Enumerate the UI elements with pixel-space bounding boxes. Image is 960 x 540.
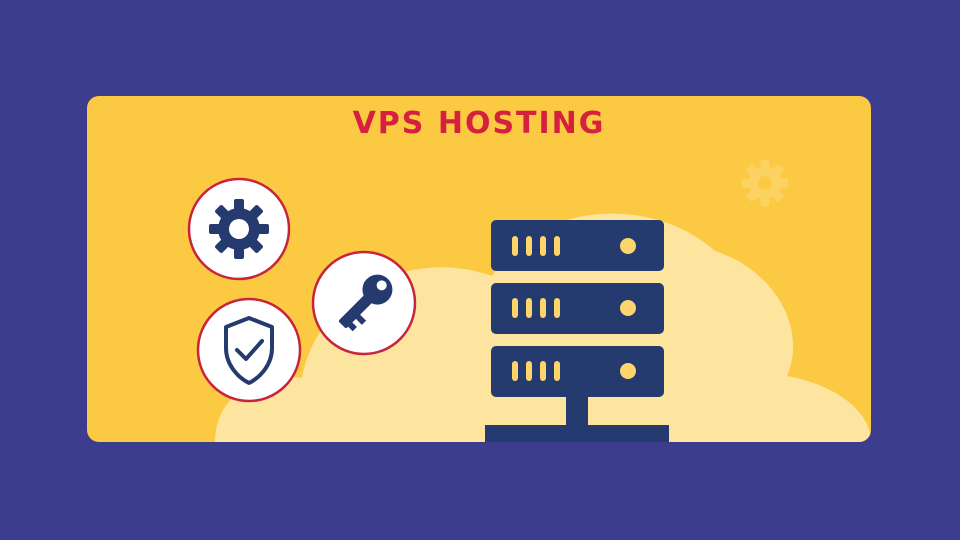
background-gear-icon (742, 160, 788, 206)
banner-card: VPS HOSTING (87, 96, 871, 442)
server-unit (491, 283, 664, 334)
gear-icon (209, 199, 269, 259)
banner-title: VPS HOSTING (352, 106, 606, 141)
server-unit (491, 346, 664, 397)
server-unit (491, 220, 664, 271)
shield-check-icon (224, 316, 274, 385)
illustration (187, 160, 871, 442)
settings-badge (187, 177, 291, 281)
security-badge (196, 297, 302, 403)
key-icon (339, 274, 393, 332)
server-rack-icon (485, 220, 669, 442)
access-badge (311, 250, 417, 356)
